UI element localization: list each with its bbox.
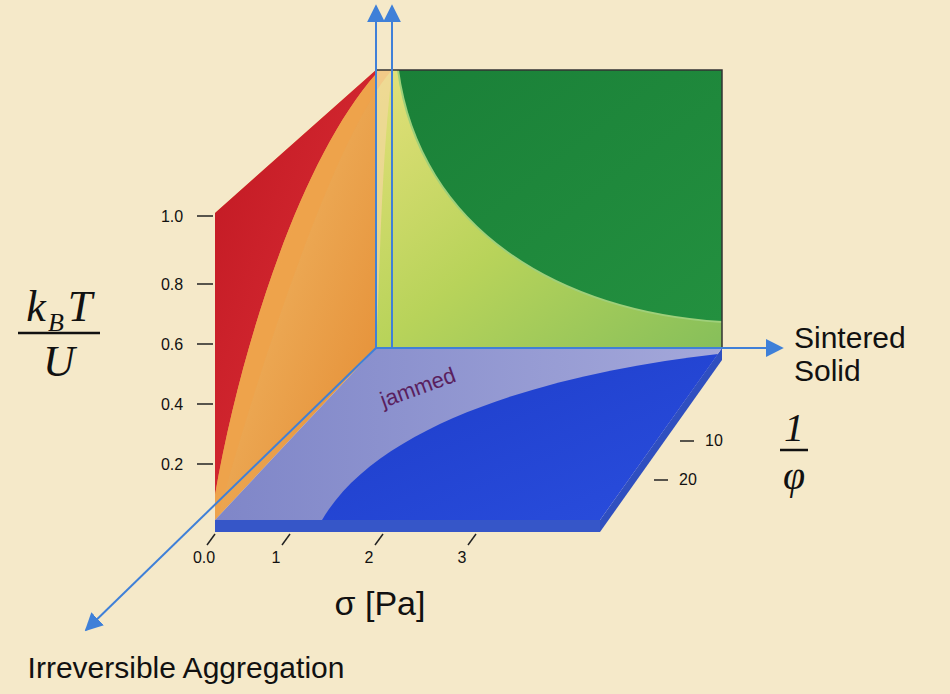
axis-arrow [391,6,393,348]
tick-label: 20 [679,471,697,489]
fluid-region [322,354,718,520]
axis-subscript: B [48,309,64,338]
tick-label: 1 [272,549,281,567]
tick-label: 2 [365,549,374,567]
axis-title: σ [Pa] [335,585,426,622]
tick-label: 10 [705,432,723,450]
tick-marks [197,216,694,545]
tick-label: 0.6 [161,336,183,354]
boundary-curve [398,70,722,322]
slab-front [215,520,600,532]
axis-symbol: T [68,283,92,331]
axis-arrow [86,348,376,630]
cube-edge [376,70,722,348]
tick-label: 0.2 [161,456,183,474]
axis-symbol: U [43,338,75,386]
tick-label: 0.0 [193,549,215,567]
axis-arrow [375,6,377,348]
axis-title: Irreversible Aggregation [28,651,345,684]
sintered-region [398,70,722,322]
tick-label: 0.8 [161,276,183,294]
axis-symbol: φ [783,454,805,498]
tick-label: 1.0 [161,208,183,226]
back-plane [376,70,722,348]
axis-arrow [376,347,782,349]
surface-highlight [376,70,392,348]
jammed-region [215,348,722,520]
tick-label: 3 [458,549,467,567]
region-label: jammed [377,363,459,412]
axis-title: Sintered Solid [794,321,930,387]
tick-label: 0.4 [161,396,183,414]
axis-symbol: k [26,283,46,331]
axis-symbol: 1 [784,406,804,450]
